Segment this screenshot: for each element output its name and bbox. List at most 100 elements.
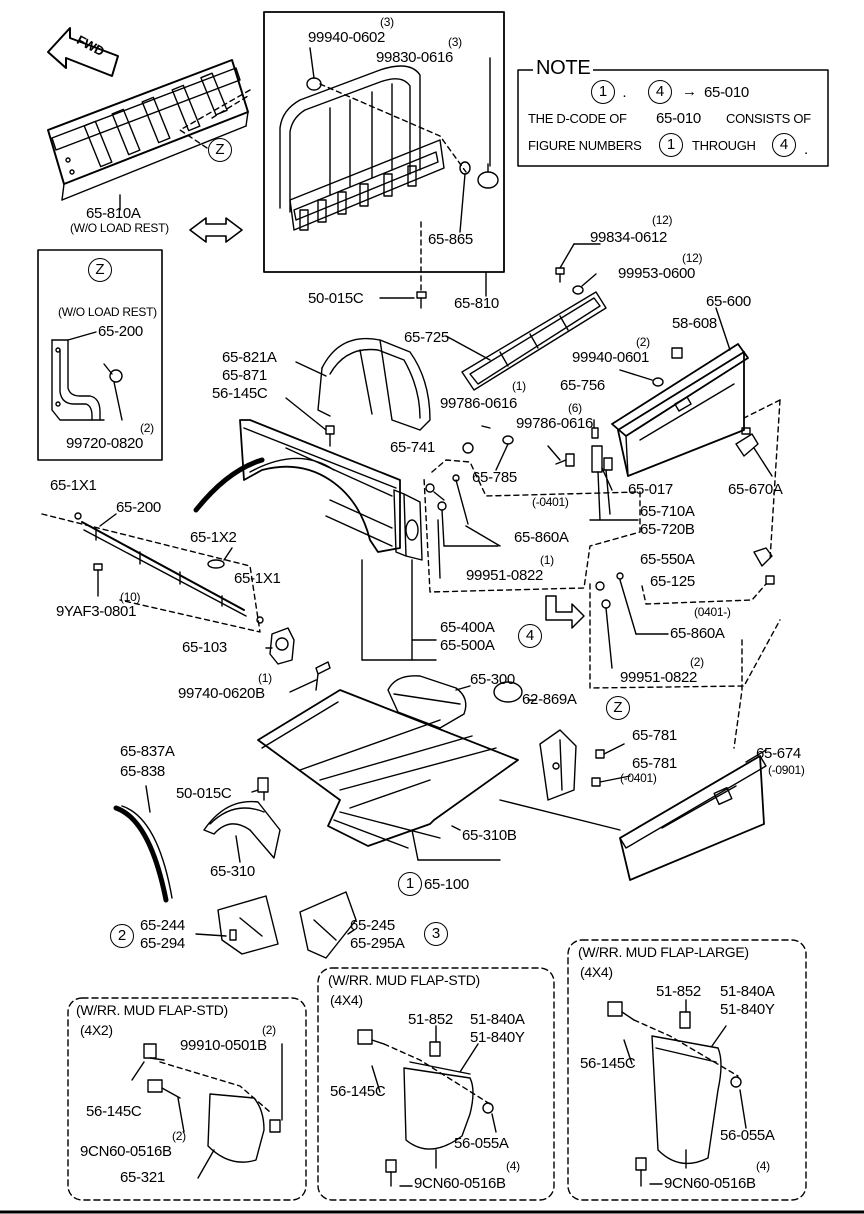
part-99786-0616b: 99786-0616 bbox=[516, 415, 594, 432]
note-code: 65-010 bbox=[704, 84, 749, 101]
part-65-100: 65-100 bbox=[424, 876, 469, 893]
part-65-310: 65-310 bbox=[210, 863, 255, 880]
circle-4-mid: 4 bbox=[518, 624, 542, 648]
note-line3-a: FIGURE NUMBERS bbox=[528, 138, 642, 153]
bolt-icon-14 bbox=[607, 1001, 635, 1021]
part-65-720B: 65-720B bbox=[640, 521, 695, 538]
part-65-295A: 65-295A bbox=[350, 935, 405, 952]
note-line3-to: 4 bbox=[772, 133, 796, 157]
box-4x2-part-d: 65-321 bbox=[120, 1169, 165, 1186]
part-65-810A: 65-810A bbox=[86, 205, 141, 222]
part-65-300: 65-300 bbox=[470, 671, 515, 688]
note-range-to: 4 bbox=[648, 80, 672, 104]
bed-floor-icon bbox=[257, 689, 519, 849]
box-4x2-part-b: 56-145C bbox=[86, 1103, 142, 1120]
part-65-400A: 65-400A bbox=[440, 619, 495, 636]
box-4x4-std-part-f: 9CN60-0516B bbox=[414, 1175, 506, 1192]
plug-icon bbox=[493, 681, 523, 703]
screw-icon-2 bbox=[315, 661, 331, 691]
inset-z-part-a: 65-200 bbox=[98, 323, 143, 340]
part-65-245: 65-245 bbox=[350, 917, 395, 934]
nut-icon bbox=[269, 1119, 281, 1133]
part-65-865: 65-865 bbox=[428, 231, 473, 248]
bolt-icon-2 bbox=[555, 267, 565, 283]
box-4x4-std-frame bbox=[317, 967, 555, 1201]
box-4x2-qty-a: (2) bbox=[262, 1023, 276, 1037]
qty-99940-0601: (2) bbox=[636, 335, 650, 349]
mud-flap-4x2-icon bbox=[207, 1093, 265, 1163]
qty-0901: (-0901) bbox=[768, 763, 805, 777]
bolt-icon-9 bbox=[591, 777, 601, 787]
bolt-icon-6 bbox=[765, 575, 775, 585]
bolt-icon-13 bbox=[385, 1159, 397, 1187]
part-65-600: 65-600 bbox=[706, 293, 751, 310]
qty-99951-0822a: (1) bbox=[540, 553, 554, 567]
part-65-674: 65-674 bbox=[756, 745, 801, 762]
part-65-810A-note: (W/O LOAD REST) bbox=[70, 221, 169, 235]
note-range-from: 1 bbox=[591, 80, 615, 104]
bolt-icon-3 bbox=[591, 427, 599, 439]
part-50-015C-top: 50-015C bbox=[308, 290, 364, 307]
part-65-785: 65-785 bbox=[472, 469, 517, 486]
fender-edge bbox=[193, 457, 265, 513]
part-65-756: 65-756 bbox=[560, 377, 605, 394]
bolt-icon-8 bbox=[595, 749, 605, 759]
box-4x4-large-part-f: 9CN60-0516B bbox=[664, 1175, 756, 1192]
bolt-icon-5 bbox=[325, 425, 335, 447]
nut-icon-3 bbox=[730, 1076, 742, 1088]
bolt-icon-12 bbox=[357, 1029, 385, 1045]
qty-99740: (1) bbox=[258, 671, 272, 685]
part-99951-0822a: 99951-0822 bbox=[466, 567, 544, 584]
bolt-icon-11 bbox=[147, 1079, 181, 1099]
note-line3-b: THROUGH bbox=[692, 138, 756, 153]
note-box bbox=[517, 69, 829, 167]
box-4x4-std-part-b: 51-840A bbox=[470, 1011, 525, 1028]
qty-99830-0616: (3) bbox=[448, 35, 462, 49]
part-65-1X1-a: 65-1X1 bbox=[50, 477, 97, 494]
circle-1: 1 bbox=[398, 872, 422, 896]
box-4x4-std-qty-f: (4) bbox=[506, 1159, 520, 1173]
part-65-871: 65-871 bbox=[222, 367, 267, 384]
tailgate-icon bbox=[611, 343, 749, 477]
box-4x4-large-part-b: 51-840A bbox=[720, 983, 775, 1000]
part-99951-0822b: 99951-0822 bbox=[620, 669, 698, 686]
washer-icon bbox=[306, 77, 322, 91]
part-99834-0612: 99834-0612 bbox=[590, 229, 668, 246]
arch-icon bbox=[203, 800, 281, 859]
qty-99951-0822b: (2) bbox=[690, 655, 704, 669]
part-65-710A: 65-710A bbox=[640, 503, 695, 520]
note-line2-c: CONSISTS OF bbox=[726, 111, 811, 126]
part-99740-0620B: 99740-0620B bbox=[178, 685, 265, 702]
part-65-310B: 65-310B bbox=[462, 827, 517, 844]
inset-z-letter: Z bbox=[88, 258, 112, 282]
part-65-810: 65-810 bbox=[454, 295, 499, 312]
part-65-741: 65-741 bbox=[390, 439, 435, 456]
latch-icon-2 bbox=[753, 547, 773, 567]
mud-flap-2-icon bbox=[217, 895, 279, 955]
screw-icon bbox=[93, 563, 103, 571]
step-panel-icon bbox=[619, 755, 767, 881]
bed-side-icon bbox=[239, 419, 401, 553]
qty-99940-0602: (3) bbox=[380, 15, 394, 29]
box-4x4-large-part-c: 51-840Y bbox=[720, 1001, 775, 1018]
box-4x4-large-drive: (4X4) bbox=[580, 964, 613, 980]
part-58-608: 58-608 bbox=[672, 315, 717, 332]
bumper-icon-2 bbox=[502, 435, 514, 445]
part-99940-0602: 99940-0602 bbox=[308, 29, 386, 46]
inset-z-part-b: 99720-0820 bbox=[66, 435, 144, 452]
box-4x4-std-drive: (4X4) bbox=[330, 992, 363, 1008]
part-65-294: 65-294 bbox=[140, 935, 185, 952]
box-4x4-large-part-a: 51-852 bbox=[656, 983, 701, 1000]
hinge-icon bbox=[539, 729, 577, 801]
box-4x4-std-part-e: 56-055A bbox=[454, 1135, 509, 1152]
part-65-1X2: 65-1X2 bbox=[190, 529, 237, 546]
strip-icon bbox=[113, 805, 169, 903]
clip-icon-5 bbox=[679, 1011, 691, 1029]
bolt-icon-15 bbox=[635, 1157, 647, 1187]
part-65-500A: 65-500A bbox=[440, 637, 495, 654]
part-65-550A: 65-550A bbox=[640, 551, 695, 568]
mud-flap-3-icon bbox=[299, 891, 357, 959]
box-4x4-large-part-d: 56-145C bbox=[580, 1055, 636, 1072]
front-panel-icon bbox=[47, 59, 249, 201]
